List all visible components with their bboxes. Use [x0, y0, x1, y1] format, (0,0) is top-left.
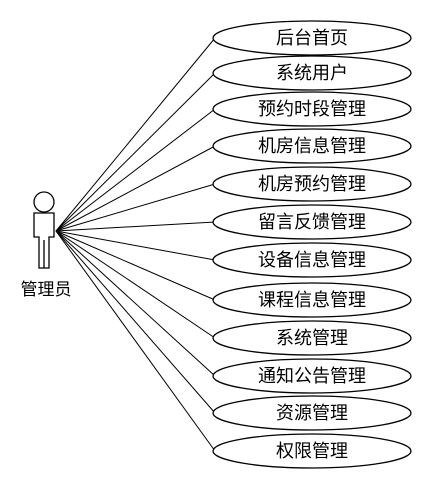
use-case-ellipse — [212, 204, 412, 240]
use-case-ellipse — [212, 433, 412, 469]
use-case-ellipse — [212, 320, 412, 356]
association-line — [55, 230, 216, 301]
use-case: 资源管理 — [212, 395, 412, 431]
use-case-label: 权限管理 — [276, 441, 348, 462]
association-line — [55, 37, 216, 232]
use-case-label: 系统用户 — [276, 63, 348, 84]
use-case-ellipse — [212, 20, 412, 56]
use-case: 机房信息管理 — [212, 128, 412, 164]
association-lines — [55, 37, 216, 452]
use-case-label: 设备信息管理 — [258, 250, 366, 271]
association-line — [55, 230, 216, 339]
use-case: 权限管理 — [212, 433, 412, 469]
use-case-label: 系统管理 — [276, 328, 348, 349]
use-case: 预约时段管理 — [212, 91, 412, 127]
association-line — [55, 72, 216, 232]
actor-name: 管理员 — [21, 280, 72, 300]
association-line — [55, 145, 216, 232]
use-case-label: 预约时段管理 — [258, 99, 366, 120]
use-case: 通知公告管理 — [212, 358, 412, 394]
use-case-ellipse — [212, 242, 412, 278]
use-case-ellipse — [212, 91, 412, 127]
use-case-label: 留言反馈管理 — [258, 212, 366, 233]
use-case: 系统用户 — [212, 55, 412, 91]
use-case-label: 课程信息管理 — [258, 290, 366, 311]
stick-figure-actor-icon — [33, 191, 55, 269]
association-line — [55, 108, 216, 232]
use-case: 机房预约管理 — [212, 166, 412, 202]
use-case-ellipse — [212, 166, 412, 202]
association-line — [55, 230, 216, 452]
use-case-ellipse — [212, 358, 412, 394]
association-line — [55, 230, 216, 414]
use-case-label: 通知公告管理 — [258, 366, 366, 387]
use-case-ellipse — [212, 282, 412, 318]
association-line — [55, 183, 216, 232]
use-case: 课程信息管理 — [212, 282, 412, 318]
use-case: 留言反馈管理 — [212, 204, 412, 240]
use-case-ellipse — [212, 55, 412, 91]
association-line — [55, 230, 216, 377]
actor: 管理员 — [21, 191, 72, 300]
use-case: 系统管理 — [212, 320, 412, 356]
use-case-label: 机房预约管理 — [258, 174, 366, 195]
association-line — [55, 230, 216, 261]
association-line — [55, 221, 216, 232]
use-case-ellipse — [212, 395, 412, 431]
use-case-list: 后台首页系统用户预约时段管理机房信息管理机房预约管理留言反馈管理设备信息管理课程… — [212, 20, 412, 469]
use-case-ellipse — [212, 128, 412, 164]
use-case-label: 资源管理 — [276, 403, 348, 424]
use-case: 设备信息管理 — [212, 242, 412, 278]
use-case-label: 机房信息管理 — [258, 136, 366, 157]
use-case: 后台首页 — [212, 20, 412, 56]
use-case-label: 后台首页 — [276, 28, 348, 49]
